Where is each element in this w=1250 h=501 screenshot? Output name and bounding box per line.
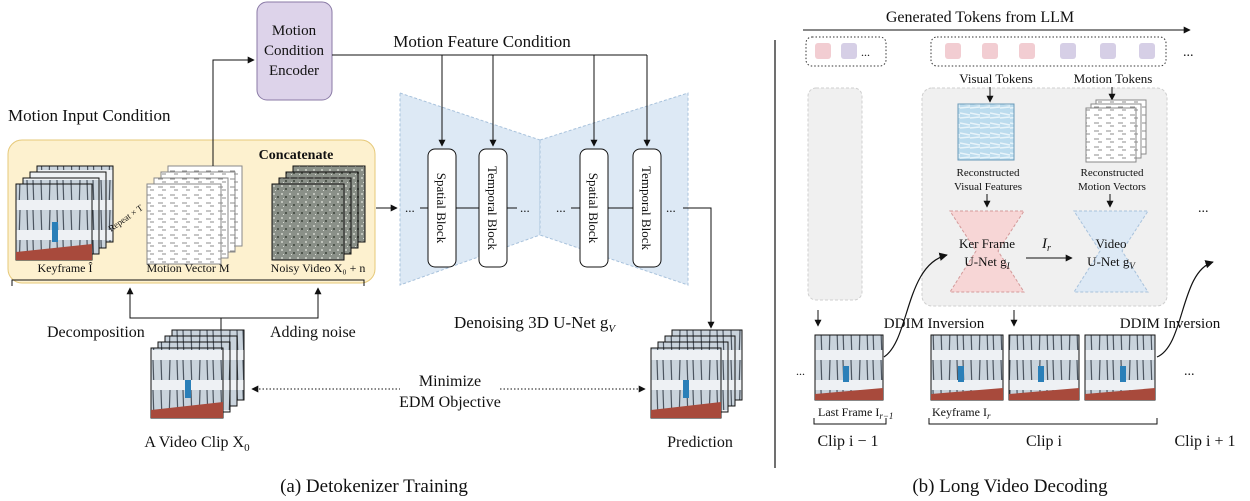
block-temporal-1: Temporal Block <box>478 148 508 268</box>
clip-cur-label: Clip i <box>1026 433 1063 450</box>
unet-label: Denoising 3D U-Net gV <box>454 313 616 335</box>
frames-left-ellipsis: ... <box>796 364 805 378</box>
caption-b: (b) Long Video Decoding <box>912 476 1108 497</box>
last-frame-label: Last Frame Ir−1 <box>818 405 893 421</box>
visual-token-2 <box>982 43 998 59</box>
token-strip-left <box>805 36 887 67</box>
prediction-label: Prediction <box>667 434 733 451</box>
ddim-inversion-left: DDIM Inversion <box>884 316 985 332</box>
ddim-inversion-right: DDIM Inversion <box>1120 316 1221 332</box>
unet-decoder-half <box>539 92 689 286</box>
concatenate-label: Concatenate <box>259 148 334 163</box>
keyframe-unet <box>949 210 1025 293</box>
ellipsis-4: ... <box>666 200 676 215</box>
video-clip-stack <box>150 329 245 419</box>
token-purple <box>841 43 857 59</box>
adding-noise-label: Adding noise <box>270 324 356 341</box>
ker-line-1: Ker Frame <box>959 236 1015 251</box>
block-label-2: Temporal Block <box>485 166 500 250</box>
video-clip-label: A Video Clip X0 <box>144 434 250 454</box>
unet-output-arrow <box>683 207 715 329</box>
video-unet-line-2: U-Net gV <box>1087 254 1136 271</box>
unet-encoder-half <box>399 92 541 286</box>
motion-feature-condition-label: Motion Feature Condition <box>393 32 571 51</box>
stack-bracket <box>11 279 365 286</box>
token-pink <box>815 43 831 59</box>
motion-token-1 <box>1060 43 1076 59</box>
block-label-4: Temporal Block <box>639 166 654 250</box>
block-temporal-2: Temporal Block <box>632 148 662 268</box>
reconstructed-visual-image <box>957 103 1015 161</box>
encoder-line-3: Encoder <box>269 63 319 79</box>
visual-token-3 <box>1019 43 1035 59</box>
token-strip-main <box>930 36 1167 67</box>
motion-token-3 <box>1139 43 1155 59</box>
block-spatial-2: Spatial Block <box>579 148 609 268</box>
token-strip-left-ellipsis: ... <box>861 45 870 59</box>
recon-motion-line-1: Reconstructed <box>1081 167 1144 179</box>
reconstructed-motion-stack <box>1085 99 1147 163</box>
motion-tokens-label: Motion Tokens <box>1074 71 1153 86</box>
clip-next-label: Clip i + 1 <box>1174 433 1235 450</box>
motion-condition-encoder <box>256 1 333 101</box>
clip-prev-bracket <box>813 418 887 425</box>
generated-tokens-label: Generated Tokens from LLM <box>886 9 1074 26</box>
last-frame-image <box>814 334 884 401</box>
clip-prev-label: Clip i − 1 <box>817 433 878 450</box>
middle-right-ellipsis: ... <box>1198 201 1209 216</box>
clip-frame-3 <box>1084 334 1156 401</box>
decomposition-arrow <box>126 287 222 338</box>
visual-tokens-label: Visual Tokens <box>959 71 1033 86</box>
block-label-1: Spatial Block <box>434 173 449 244</box>
adding-noise-arrow <box>221 287 322 319</box>
frames-right-ellipsis: ... <box>1184 364 1195 379</box>
keyframe-label: Keyframe Î <box>38 261 93 275</box>
clip-cur-bracket <box>928 418 1158 425</box>
block-label-3: Spatial Block <box>586 173 601 244</box>
minimize-line-1: Minimize <box>419 373 481 390</box>
recon-motion-line-2: Motion Vectors <box>1078 181 1146 193</box>
encoder-line-1: Motion <box>272 23 317 39</box>
token-strip-right-ellipsis: ... <box>1183 45 1194 60</box>
decomposition-label: Decomposition <box>47 324 145 341</box>
encoder-line-2: Condition <box>264 43 325 59</box>
motion-input-arrow <box>212 56 255 166</box>
caption-a: (a) Detokenizer Training <box>280 476 468 497</box>
minimize-line-2: EDM Objective <box>399 394 501 411</box>
keyframe-label-b: Keyframe Ir <box>932 405 991 421</box>
prediction-stack <box>650 329 743 419</box>
noisy-video-stack <box>271 165 366 261</box>
ir-label: Ir <box>1041 236 1051 254</box>
motion-token-2 <box>1100 43 1116 59</box>
motion-input-condition-label: Motion Input Condition <box>8 106 171 125</box>
decode-panel-prev <box>807 87 863 301</box>
motion-vector-stack <box>146 165 243 265</box>
ellipsis-2: ... <box>520 200 530 215</box>
ddim-curve-right <box>1156 260 1214 358</box>
ellipsis-3: ... <box>556 200 566 215</box>
motion-vector-label: Motion Vector M <box>146 261 229 275</box>
keyframe-image <box>930 334 1004 401</box>
ker-line-2: U-Net gI <box>964 254 1010 271</box>
visual-token-1 <box>945 43 961 59</box>
clip-frame-2 <box>1008 334 1080 401</box>
recon-visual-line-2: Visual Features <box>954 181 1022 193</box>
ddim-curve-left <box>883 252 948 358</box>
noisy-video-label: Noisy Video X₀ + n <box>271 261 366 275</box>
ellipsis-1: ... <box>405 200 415 215</box>
recon-visual-line-1: Reconstructed <box>957 167 1020 179</box>
video-unet-line-1: Video <box>1096 236 1127 251</box>
keyframe-stack <box>15 165 114 261</box>
video-unet <box>1073 210 1149 293</box>
block-spatial-1: Spatial Block <box>427 148 457 268</box>
